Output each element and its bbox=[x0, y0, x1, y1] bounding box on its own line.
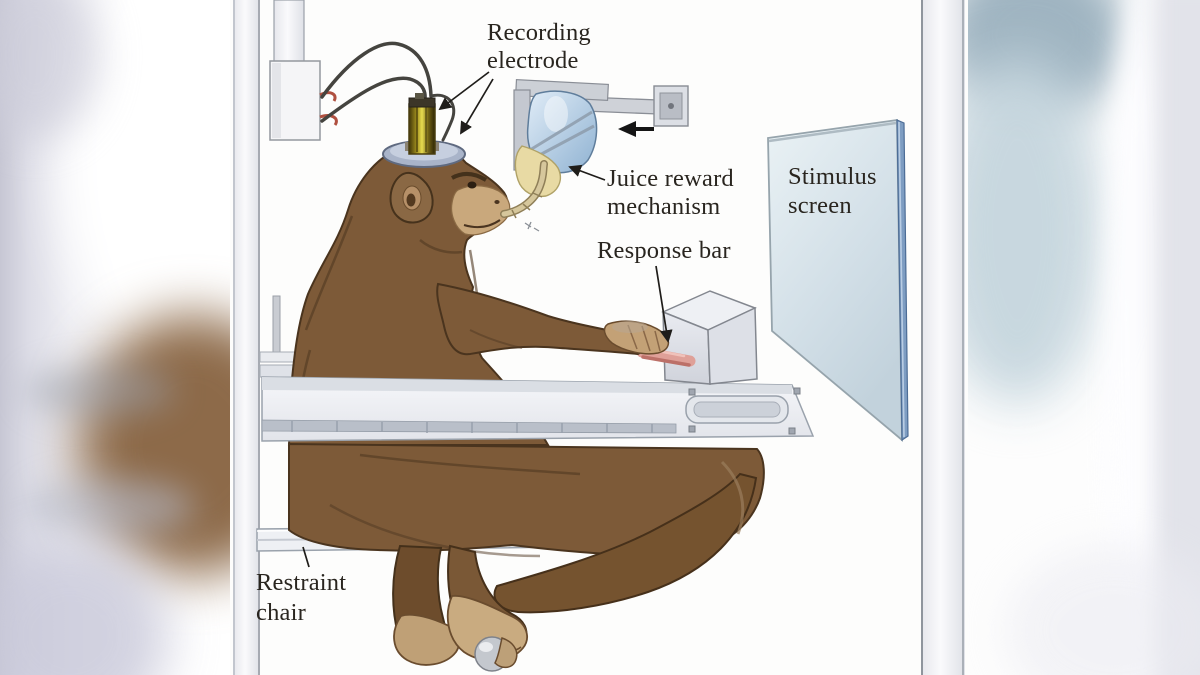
recording-electrode-implant bbox=[382, 93, 466, 168]
pointer-juice-reward bbox=[568, 164, 606, 181]
monkey-legs bbox=[288, 442, 765, 672]
label-stimulus-screen-line2: screen bbox=[788, 192, 852, 219]
blur-blob-bottom-right bbox=[1005, 545, 1200, 675]
juice-drips bbox=[524, 221, 540, 232]
blur-blob-screen-light bbox=[965, 55, 1105, 405]
blur-blob-monkey bbox=[78, 315, 233, 575]
right-frame-pole bbox=[921, 0, 965, 675]
label-stimulus-screen-line1: Stimulus bbox=[788, 163, 877, 190]
electrode-cylinder bbox=[408, 103, 436, 155]
label-juice-reward-line1: Juice reward bbox=[607, 165, 734, 192]
pointer-recording-electrode-2 bbox=[460, 78, 494, 135]
monkey-arm bbox=[436, 282, 670, 356]
electrode-wires bbox=[320, 41, 456, 142]
blur-backdrop-left bbox=[0, 0, 233, 675]
juice-spout bbox=[514, 145, 562, 198]
red-wire-stub bbox=[319, 114, 338, 126]
label-recording-electrode-line2: electrode bbox=[487, 47, 579, 74]
blur-blob-shelf bbox=[25, 365, 175, 417]
left-frame-pole bbox=[233, 0, 260, 675]
shelf-screws bbox=[688, 387, 801, 435]
stimulus-screen bbox=[767, 118, 909, 442]
shelf-extrusion-groove bbox=[261, 419, 677, 434]
labels: Recording electrode Juice reward mechani… bbox=[256, 19, 877, 626]
response-apparatus bbox=[636, 290, 758, 385]
nostril bbox=[494, 200, 500, 204]
label-restraint-chair-line1: Restraint bbox=[256, 569, 346, 596]
juice-tube bbox=[500, 160, 548, 232]
pointer-response-bar bbox=[655, 265, 673, 343]
eye bbox=[467, 181, 477, 189]
blur-backdrop-right bbox=[965, 0, 1200, 675]
label-response-bar: Response bar bbox=[597, 237, 731, 264]
blur-blob-seat bbox=[25, 478, 195, 536]
work-shelf bbox=[261, 376, 815, 442]
diagram: Recording electrode Juice reward mechani… bbox=[230, 0, 968, 675]
pointer-restraint-chair bbox=[302, 546, 310, 568]
juice-reward-mechanism bbox=[513, 78, 689, 198]
pointer-recording-electrode-1 bbox=[438, 71, 490, 111]
mouth bbox=[463, 219, 501, 229]
foot bbox=[393, 613, 460, 666]
label-restraint-chair-line2: chair bbox=[256, 599, 306, 626]
brow bbox=[451, 172, 488, 182]
label-juice-reward-line2: mechanism bbox=[607, 193, 720, 220]
label-recording-electrode-line1: Recording bbox=[487, 19, 591, 46]
pointer-lines bbox=[302, 71, 673, 568]
leftward-arrow bbox=[618, 121, 654, 137]
